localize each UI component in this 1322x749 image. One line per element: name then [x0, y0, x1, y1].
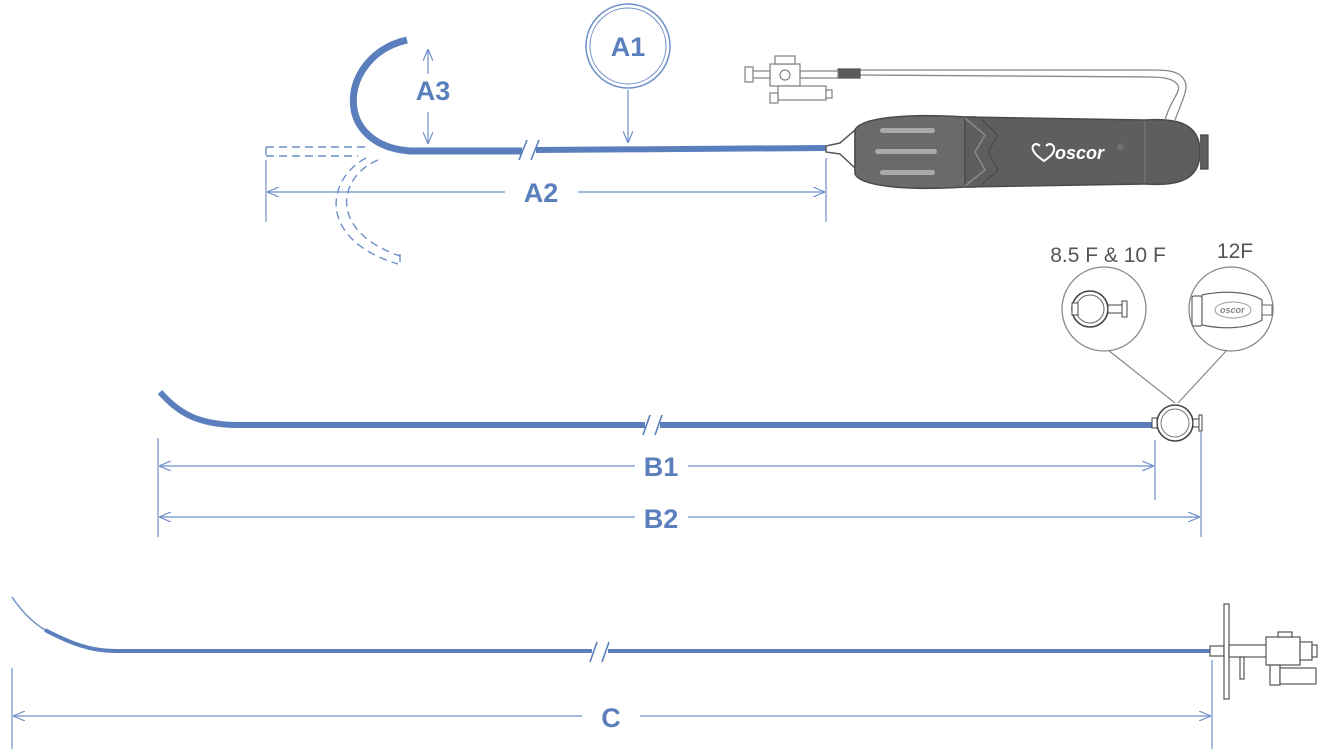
stopcock — [744, 55, 861, 104]
dimension-b2: B2 — [160, 432, 1202, 537]
label-c: C — [601, 703, 621, 733]
hub-detail-large: oscor — [1188, 266, 1274, 352]
shaft-break-c — [589, 641, 610, 663]
dimension-c: C — [11, 660, 1213, 749]
catheter-c-tip-curve — [44, 628, 592, 653]
hub-size-large-label: 12F — [1217, 240, 1253, 263]
side-port-tubing — [859, 69, 1187, 121]
catheter-a-shaft — [535, 145, 827, 153]
catheter-b: 8.5 F & 10 F 12F oscor — [157, 240, 1274, 537]
handle: oscor ® — [854, 114, 1209, 190]
hub-detail-small — [1061, 266, 1147, 352]
label-a2: A2 — [524, 178, 559, 208]
zoom-leader-lines — [1107, 349, 1228, 404]
catheter-b-tip-curve — [157, 390, 645, 428]
dimension-a2: A2 — [265, 158, 827, 222]
hub-size-small-label: 8.5 F & 10 F — [1050, 244, 1166, 267]
callout-a1: A1 — [585, 3, 671, 142]
label-a3: A3 — [416, 76, 451, 106]
catheter-c: C — [11, 596, 1318, 749]
handle-strain-relief — [825, 128, 856, 170]
dashed-deflection-outline — [265, 146, 401, 265]
brand-name: oscor — [1055, 143, 1105, 163]
shaft-break-a — [518, 139, 540, 161]
shaft-break-b — [642, 414, 663, 436]
brand-mark: ® — [1117, 142, 1124, 152]
dilator-hub — [1209, 603, 1318, 700]
dimension-a3: A3 — [416, 50, 451, 143]
dimension-b1: B1 — [157, 438, 1156, 537]
catheter-a: oscor ® A1 — [265, 3, 1209, 265]
label-b1: B1 — [644, 452, 679, 482]
sheath-hub — [1151, 404, 1203, 442]
catheter-a-tip-curve — [349, 36, 522, 155]
oscor-logo-icon — [1031, 143, 1056, 163]
handle-grip-slots — [875, 128, 937, 175]
label-a1: A1 — [611, 32, 646, 62]
catheter-c-tip-wire — [11, 596, 46, 631]
brand-name-small: oscor — [1220, 305, 1245, 315]
label-b2: B2 — [644, 504, 679, 534]
